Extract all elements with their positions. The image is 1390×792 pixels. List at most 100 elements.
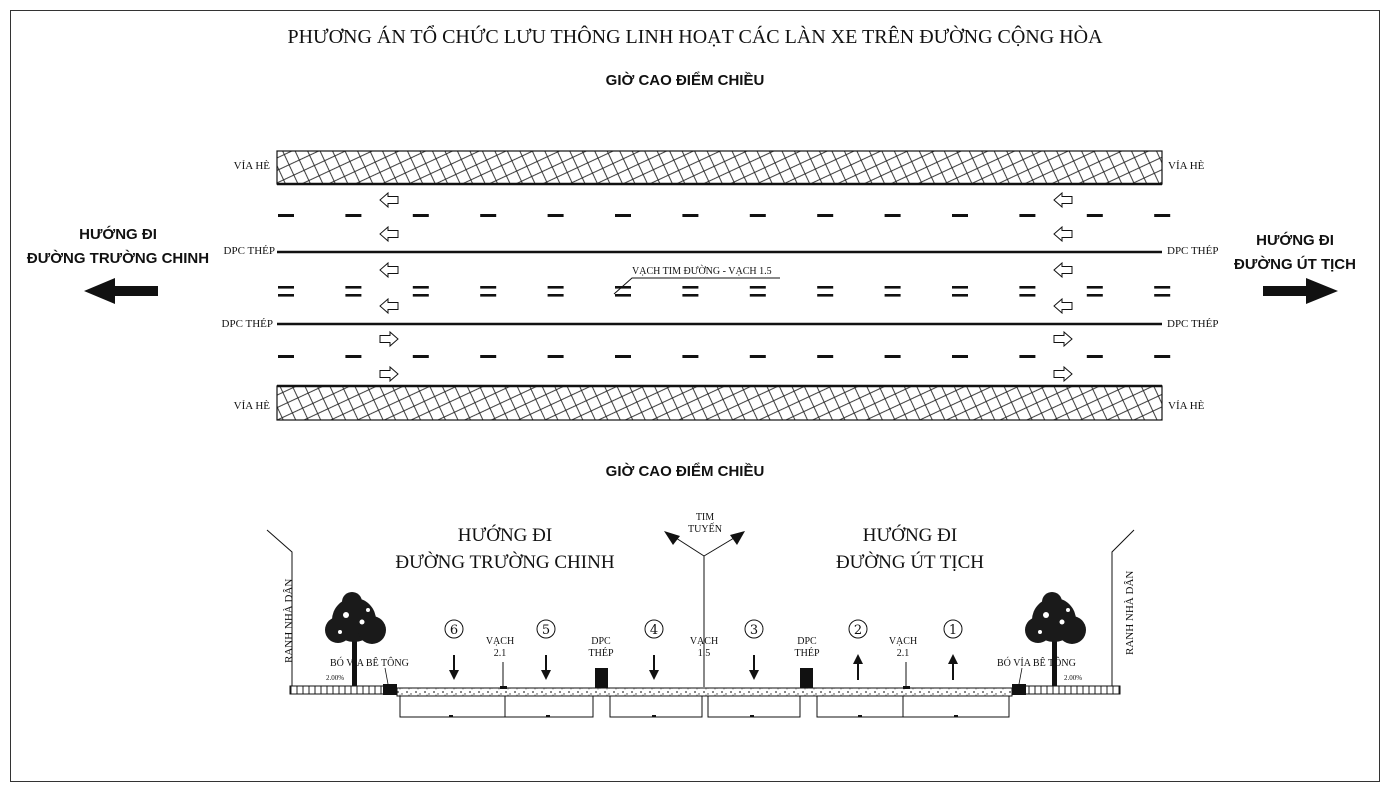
lane-arrow-up-1-icon (948, 654, 958, 664)
section-right-direction-line2: ĐƯỜNG ÚT TỊCH (835, 552, 985, 573)
lane-number-5: 5 (542, 623, 550, 638)
centerline-dash-a-12 (1086, 286, 1103, 289)
lane-dash-upper-8 (817, 214, 834, 217)
centerline-dash-a-13 (1154, 286, 1171, 289)
arrow-right-icon (1263, 278, 1338, 304)
lane-dash-upper-2 (412, 214, 429, 217)
lane-number-1: 1 (949, 623, 957, 638)
lane-dash-lower-12 (1086, 355, 1103, 358)
section-sidewalk-right (1024, 685, 1121, 695)
lane-dashes-lower (278, 355, 1171, 358)
lane-arrow-left-1-icon (379, 225, 399, 243)
centerline-dash-a-8 (817, 286, 834, 289)
lane-dash-upper-7 (749, 214, 766, 217)
tree-right-icon (1025, 592, 1086, 686)
sub-structure-marks (449, 715, 958, 717)
section-barrier-right (800, 668, 813, 688)
sidewalk-label-bottom-right: VỈA HÈ (1168, 400, 1205, 412)
centerline-dash-b-11 (1019, 294, 1036, 297)
sidewalk-label-top-right: VỈA HÈ (1168, 160, 1205, 172)
marking-vach21-right-line2: 2.1 (896, 648, 910, 659)
centerline-dash-b-9 (884, 294, 901, 297)
lane-dash-upper-6 (682, 214, 699, 217)
lane-number-circle-4 (644, 619, 664, 639)
lane-dash-lower-2 (412, 355, 429, 358)
sidewalk-label-top-left: VỈA HÈ (233, 160, 270, 172)
lane-dash-lower-9 (884, 355, 901, 358)
slope-label-left: 2.00% (326, 674, 345, 682)
curb-label-left: BÓ VỈA BÊ TÔNG (330, 658, 409, 669)
marking-dpc-right-line1: DPC (797, 636, 817, 647)
pavement (396, 687, 1013, 697)
centerline-dash-b-5 (615, 294, 631, 297)
marking-vach21-right-line1: VẠCH (888, 636, 918, 647)
lane-arrow-right-0-icon (1053, 191, 1073, 209)
centerline-dash-a-11 (1019, 286, 1036, 289)
lane-arrow-down-3-icon (749, 670, 759, 680)
centerline-dash-a-1 (345, 286, 362, 289)
barrier-label-upper-right: DPC THÉP (1167, 245, 1219, 257)
centerline-dash-b-2 (412, 294, 429, 297)
lane-number-circle-5 (536, 619, 556, 639)
barrier-label-upper-left: DPC THÉP (223, 245, 275, 257)
lane-arrow-right-3-icon (1053, 297, 1073, 315)
slope-label-right: 2.00% (1064, 674, 1083, 682)
lane-number-4: 4 (650, 623, 658, 638)
lane-dash-upper-5 (615, 214, 631, 217)
centerline-dash-a-6 (682, 286, 699, 289)
lane-dash-lower-8 (817, 355, 834, 358)
lane-arrow-right-4-icon (1053, 330, 1073, 348)
lane-dash-upper-10 (952, 214, 968, 217)
lane-dash-lower-3 (480, 355, 497, 358)
section-right-direction-line1: HƯỚNG ĐI (862, 525, 958, 546)
barrier-label-lower-left: DPC THÉP (221, 318, 273, 330)
lane-arrow-right-5-icon (1053, 365, 1073, 383)
street-light-icon (675, 537, 735, 686)
lane-arrow-right-1-icon (1053, 225, 1073, 243)
lane-dash-upper-11 (1019, 214, 1036, 217)
lane-arrow-left-3-icon (379, 297, 399, 315)
arrow-left-icon (84, 278, 158, 304)
lane-number-3: 3 (750, 623, 758, 638)
centerline-dash-a-2 (412, 286, 429, 289)
centerline-double-dashes (278, 286, 1171, 297)
centerline-leader (613, 277, 780, 295)
centerline-dash-a-4 (547, 286, 564, 289)
lane-dash-upper-0 (278, 214, 294, 217)
lane-arrow-down-4-icon (649, 670, 659, 680)
centerline-dash-b-8 (817, 294, 834, 297)
lane-dashes-upper (278, 214, 1171, 217)
lane-dash-upper-12 (1086, 214, 1103, 217)
lane-dash-lower-4 (547, 355, 564, 358)
section-subtitle: GIỜ CAO ĐIỂM CHIỀU (605, 463, 765, 480)
plan-left-direction-line1: HƯỚNG ĐI (79, 226, 157, 243)
lane-number-circle-3 (744, 619, 764, 639)
centerline-dash-a-9 (884, 286, 901, 289)
centerline-dash-b-13 (1154, 294, 1171, 297)
lane-number-circle-6 (444, 619, 464, 639)
section-left-direction-line2: ĐƯỜNG TRƯỜNG CHINH (395, 552, 615, 573)
drawing-frame (10, 10, 1380, 782)
centerline-dash-b-7 (749, 294, 766, 297)
lane-dash-upper-9 (884, 214, 901, 217)
plan-right-direction-line2: ĐƯỜNG ÚT TỊCH (1234, 256, 1356, 273)
axis-label-line2: TUYẾN (688, 524, 722, 535)
barrier-label-lower-right: DPC THÉP (1167, 318, 1219, 330)
marking-dpc-left-line1: DPC (591, 636, 611, 647)
property-line-right-mark (1111, 529, 1135, 686)
lane-arrow-left-2-icon (379, 261, 399, 279)
sidewalk-label-bottom-left: VỈA HÈ (233, 400, 270, 412)
centerline-dash-a-3 (480, 286, 497, 289)
section-left-direction-line1: HƯỚNG ĐI (457, 525, 553, 546)
curb-left (383, 684, 397, 695)
lane-number-6: 6 (450, 623, 458, 638)
lane-number-circle-2 (848, 619, 868, 639)
centerline-dash-a-5 (615, 286, 631, 289)
lane-dash-upper-4 (547, 214, 564, 217)
marking-dpc-left-line2: THÉP (588, 648, 614, 659)
lane-dash-lower-11 (1019, 355, 1036, 358)
section-barrier-left (595, 668, 608, 688)
lane-dash-upper-1 (345, 214, 362, 217)
